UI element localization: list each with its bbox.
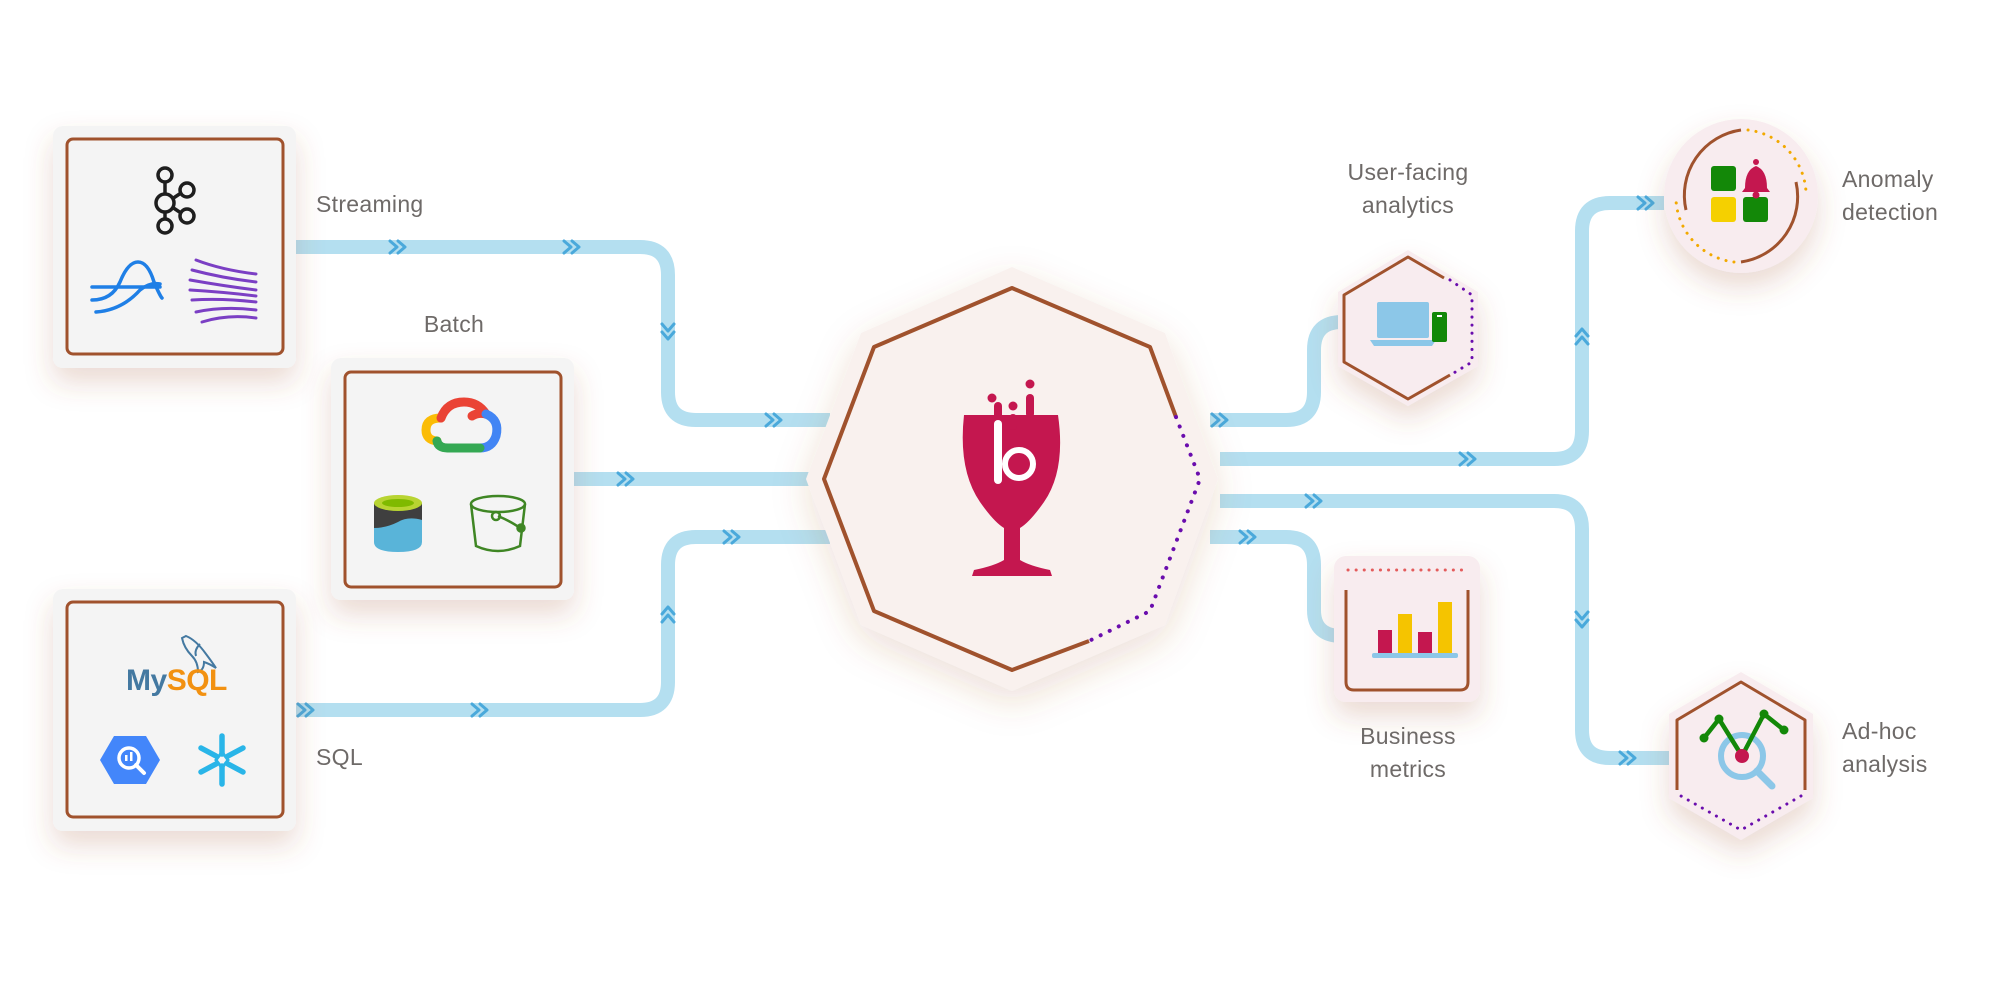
google-cloud-icon [421,397,502,453]
label-business-metrics: Business metrics [1318,720,1498,786]
label-streaming: Streaming [316,188,424,221]
label-batch: Batch [380,308,528,341]
label-anomaly-line1: Anomaly [1842,166,1934,192]
azure-storage-icon [374,495,422,552]
pinot-hub [806,267,1218,691]
s3-bucket-icon [469,494,527,553]
label-adhoc-line2: analysis [1842,751,1928,777]
label-anomaly-line2: detection [1842,199,1939,225]
label-batch-text: Batch [423,311,485,337]
label-business-line2: metrics [1369,756,1447,782]
label-streaming-text: Streaming [316,191,424,217]
label-adhoc-line1: Ad-hoc [1842,718,1917,744]
pipe-adhoc [1220,494,1684,765]
mysql-logo: MySQL [126,664,227,698]
mysql-logo-prefix: My [126,664,167,697]
output-business-metrics [1334,556,1480,702]
label-user-facing-analytics: User-facing analytics [1318,156,1498,222]
label-user-facing-line2: analytics [1361,192,1455,218]
label-anomaly-detection: Anomaly detection [1842,163,1938,229]
source-card-batch [331,358,574,600]
source-card-streaming [53,126,296,368]
mysql-logo-suffix: SQL [166,664,228,697]
snowflake-icon [198,733,246,787]
pipe-sql [296,530,830,717]
pipe-business [1210,530,1352,643]
line-chart-magnifier-icon [1699,709,1789,790]
output-anomaly-detection [1664,119,1818,273]
source-card-sql [53,589,296,831]
pipe-streaming [296,240,830,427]
kafka-icon [154,166,196,235]
bigquery-icon [100,736,160,784]
laptop-phone-icon [1370,302,1447,346]
bar-chart-icon [1372,602,1458,658]
kinesis-icon [188,258,258,324]
label-business-line1: Business [1360,723,1456,749]
pinot-wine-glass-logo [962,379,1061,576]
label-sql-text: SQL [316,744,363,770]
label-adhoc-analysis: Ad-hoc analysis [1842,715,1928,781]
label-sql: SQL [316,741,363,774]
mysql-dolphin-icon [180,634,217,674]
pipe-user-facing [1210,315,1352,427]
dashboard-bell-icon [1711,159,1770,222]
label-user-facing-line1: User-facing [1347,159,1469,185]
output-user-facing-analytics [1338,250,1478,406]
output-adhoc-analysis [1669,672,1813,840]
pulsar-icon [90,260,164,314]
